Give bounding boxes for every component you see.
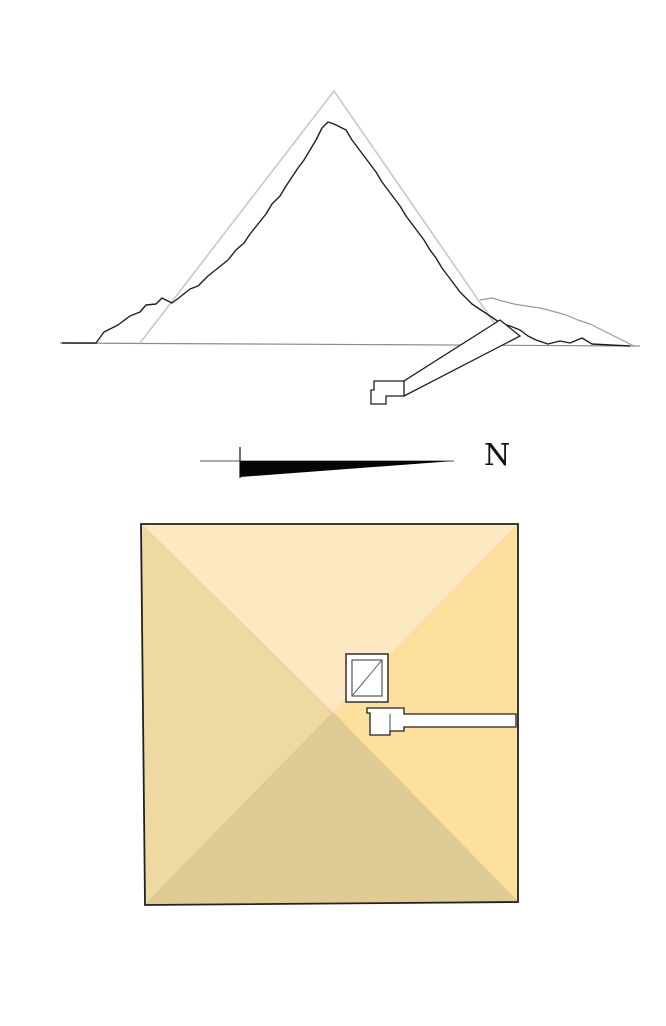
face-east bbox=[333, 524, 518, 902]
face-west bbox=[141, 524, 333, 905]
pyramid-plan bbox=[140, 523, 519, 906]
north-arrow-wedge bbox=[240, 461, 454, 477]
pyramid-elevation bbox=[59, 89, 641, 405]
hip-line-sw bbox=[144, 712, 334, 906]
ground-line bbox=[59, 342, 641, 347]
debris-slope-outline bbox=[479, 297, 635, 347]
antechamber-plan bbox=[366, 707, 517, 736]
ideal-profile-outline bbox=[139, 89, 509, 344]
hip-line-nw bbox=[140, 523, 334, 714]
face-south bbox=[145, 713, 518, 905]
north-label: N bbox=[484, 438, 511, 473]
face-north bbox=[141, 524, 518, 713]
burial-chamber-diagonal bbox=[351, 659, 383, 697]
north-arrow bbox=[200, 447, 454, 478]
base-outline bbox=[140, 523, 519, 906]
descending-passage bbox=[395, 319, 522, 397]
ruined-mound-outline bbox=[62, 121, 631, 347]
burial-chamber-section bbox=[370, 380, 405, 405]
hip-line-se bbox=[332, 712, 519, 903]
